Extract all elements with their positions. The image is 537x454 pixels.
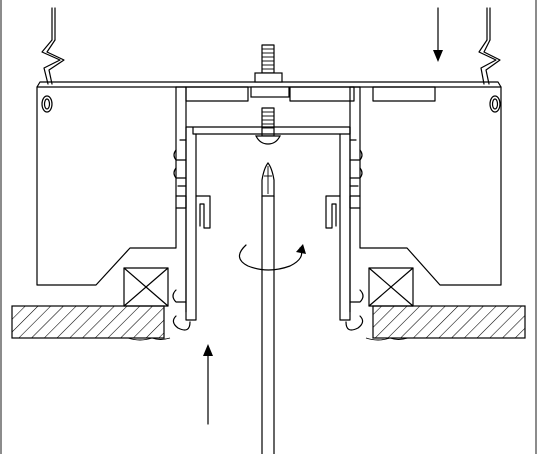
threaded-bolt: [250, 44, 290, 98]
fixing-screw: [255, 107, 281, 145]
arrow-up-icon: [203, 344, 213, 425]
suspension-clip-left: [41, 7, 65, 113]
screwdriver-icon: [261, 162, 275, 454]
rotation-arrow-icon: [238, 244, 306, 271]
spacer-block-left: [123, 267, 169, 307]
housing-left: [36, 86, 187, 313]
housing-right: [349, 86, 502, 313]
suspension-clip-right: [478, 7, 501, 113]
aluminium-profile: [172, 126, 364, 331]
arrow-down-icon: [433, 7, 443, 62]
ceiling-slab-right: [365, 305, 526, 341]
ceiling-slab-left: [11, 305, 171, 341]
spacer-block-right: [368, 267, 414, 307]
